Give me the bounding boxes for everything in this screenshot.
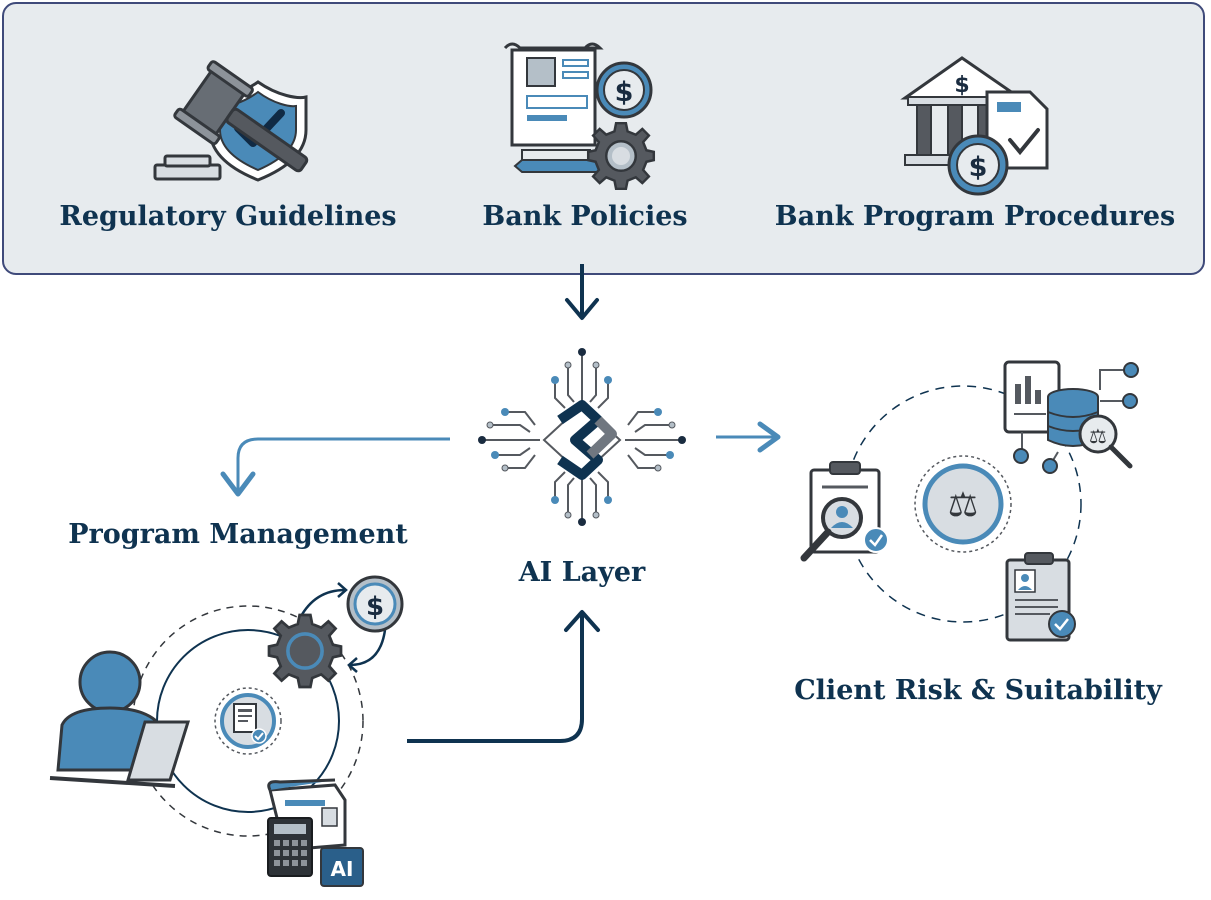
client-risk-cluster: ⚖ [844,385,1082,623]
right-arrow-icon [716,421,781,453]
program-management-label: Program Management [68,519,408,550]
clipboard-search-icon [800,461,889,562]
ai-layer-label: AI Layer [518,557,646,588]
svg-text:AI: AI [331,857,354,881]
profile-clipboard-icon [1005,552,1076,642]
bank-program-procedures-label: Bank Program Procedures [774,201,1176,232]
svg-text:⚖: ⚖ [948,485,978,525]
shield-gavel-icon [153,60,309,182]
curved-arrow-left-icon [220,437,450,497]
client-risk-suitability-label: Client Risk & Suitability [794,675,1162,706]
user-laptop-icon [49,650,191,788]
dollar-coin-icon: $ [947,134,1009,196]
calculator-icon [267,817,313,877]
dollar-coin-icon: $ [346,575,404,633]
ai-circuit-nodes [478,348,686,526]
ai-circuit-icon [482,352,682,522]
dollar-coin-icon: $ [595,61,653,119]
up-arrow-icon [407,610,600,743]
down-arrow-icon [565,264,599,320]
bank-policies-label: Bank Policies [482,201,688,232]
ai-chip-logo [542,400,622,480]
policy-scroll-icon [503,42,604,173]
svg-text:$: $ [615,77,634,108]
regulatory-guidelines-label: Regulatory Guidelines [59,201,397,232]
gear-icon [586,121,656,191]
svg-text:$: $ [366,592,384,622]
gear-icon [267,613,343,689]
database-analytics-icon: ⚖ [1003,360,1139,474]
ai-badge-icon: AI [320,847,364,887]
svg-text:$: $ [954,73,969,98]
svg-text:$: $ [969,152,988,183]
svg-text:⚖: ⚖ [1089,424,1107,448]
program-management-cluster [132,582,387,837]
